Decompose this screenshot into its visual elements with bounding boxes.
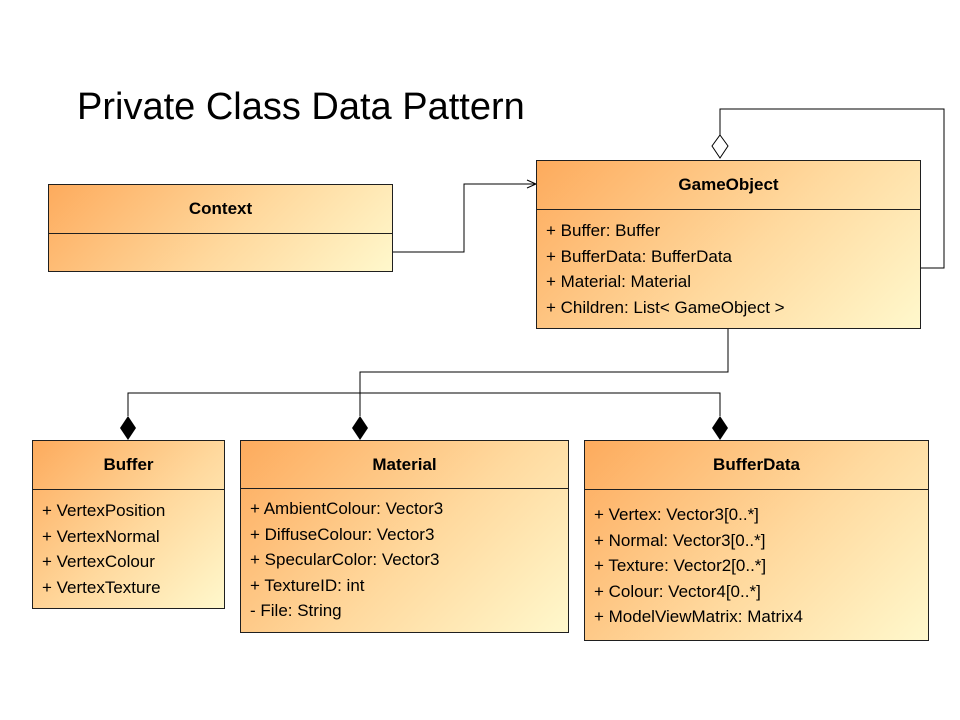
attribute: + DiffuseColour: Vector3 (250, 524, 435, 544)
class-attributes: + VertexPosition + VertexNormal + Vertex… (33, 490, 224, 600)
class-gameobject: GameObject + Buffer: Buffer + BufferData… (536, 160, 921, 329)
class-attributes: + Buffer: Buffer + BufferData: BufferDat… (537, 210, 920, 320)
class-attributes (49, 234, 392, 242)
attribute: + Children: List< GameObject > (546, 297, 785, 317)
attribute: + VertexNormal (42, 526, 160, 546)
attribute: + Normal: Vector3[0..*] (594, 530, 766, 550)
attribute: + SpecularColor: Vector3 (250, 550, 440, 569)
attribute: + Colour: Vector4[0..*] (594, 581, 761, 601)
composition-diamond-material (352, 416, 368, 440)
composition-diamond-bufferdata (712, 416, 728, 440)
association-line-context-gameobject (393, 183, 535, 253)
composition-diamond-buffer (120, 416, 136, 440)
attribute: - File: String (250, 601, 342, 620)
attribute: + TextureID: int (250, 575, 365, 595)
class-name: Buffer (33, 441, 224, 490)
class-attributes: + Vertex: Vector3[0..*] + Normal: Vector… (585, 490, 928, 630)
class-name: Material (241, 441, 568, 489)
aggregation-diamond (711, 134, 729, 159)
class-name: BufferData (585, 441, 928, 490)
class-material: Material + AmbientColour: Vector3 + Diff… (240, 440, 569, 633)
page-title: Private Class Data Pattern (77, 86, 525, 128)
attribute: + Vertex: Vector3[0..*] (594, 505, 759, 524)
class-bufferdata: BufferData + Vertex: Vector3[0..*] + Nor… (584, 440, 929, 641)
class-name: GameObject (537, 161, 920, 210)
attribute: + ModelViewMatrix: Matrix4 (594, 607, 803, 626)
composition-line-trunk (359, 328, 729, 416)
attribute: + Material: Material (546, 272, 692, 291)
class-buffer: Buffer + VertexPosition + VertexNormal +… (32, 440, 225, 609)
class-name: Context (49, 185, 392, 234)
attribute: + BufferData: BufferData (546, 246, 733, 266)
attribute: + VertexTexture (42, 577, 161, 597)
class-context: Context (48, 184, 393, 272)
attribute: + AmbientColour: Vector3 (250, 499, 444, 518)
attribute: + Texture: Vector2[0..*] (594, 556, 767, 575)
composition-line-branch (127, 392, 721, 416)
aggregation-line-children (719, 108, 945, 269)
attribute: + Buffer: Buffer (546, 221, 661, 240)
attribute: + VertexColour (42, 552, 155, 571)
attribute: + VertexPosition (42, 501, 166, 520)
class-attributes: + AmbientColour: Vector3 + DiffuseColour… (241, 489, 568, 624)
